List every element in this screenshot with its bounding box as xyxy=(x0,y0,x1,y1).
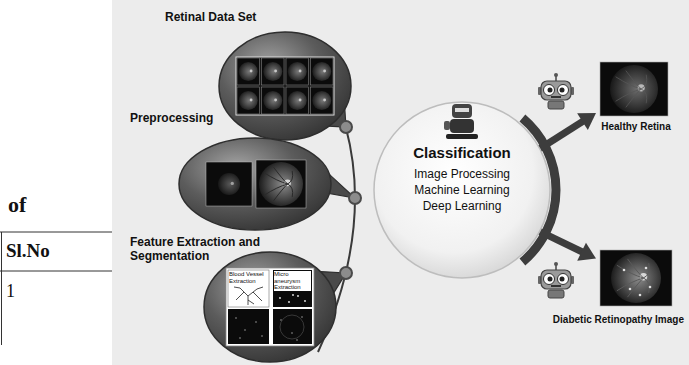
page-fragment-text: of xyxy=(8,192,26,218)
table-header: Sl.No xyxy=(6,239,50,262)
node-illustration xyxy=(596,248,676,310)
method-item: Deep Learning xyxy=(374,199,550,214)
arrow-head xyxy=(577,243,596,261)
text-slot: Image Processing xyxy=(374,167,550,182)
text-slot: Deep Learning xyxy=(374,199,550,214)
figure-panel xyxy=(112,0,689,365)
stage-heading: Preprocessing xyxy=(130,111,213,125)
classification-circle: ClassificationImage ProcessingMachine Le… xyxy=(374,102,550,278)
node-illustration xyxy=(596,60,676,120)
table-rule xyxy=(0,232,112,233)
text-slot: Blood Vessel Extraction xyxy=(229,271,268,284)
text-slot: Sl.No xyxy=(6,239,50,262)
output-image: Diabetic Retinopathy Image xyxy=(596,248,676,310)
output-image: Healthy Retina xyxy=(596,60,676,120)
arrow-head xyxy=(577,113,596,130)
table-rule xyxy=(1,232,2,345)
text-slot: Retinal Data Set xyxy=(165,10,256,24)
method-item: Image Processing xyxy=(374,167,550,182)
table-rule xyxy=(0,271,112,272)
text-slot: Classification xyxy=(374,144,550,162)
panel-caption: Blood Vessel Extraction xyxy=(229,271,268,284)
feature-extraction-bubble: Feature Extraction and SegmentationBlood… xyxy=(204,252,336,362)
output-caption: Healthy Retina xyxy=(596,121,676,133)
table-cell: 1 xyxy=(6,280,15,302)
text-slot: of xyxy=(8,192,26,218)
stage-heading: Retinal Data Set xyxy=(165,10,256,24)
preprocessing-bubble: Preprocessing xyxy=(179,138,331,230)
robot-icon xyxy=(538,262,574,298)
text-slot: 1 xyxy=(6,280,15,302)
output-caption: Diabetic Retinopathy Image xyxy=(553,314,684,326)
text-slot: Healthy Retina xyxy=(596,121,676,133)
panel-caption: Micro aneurysm Extraction xyxy=(274,271,311,291)
core-heading: Classification xyxy=(374,144,550,162)
node-illustration xyxy=(219,32,351,140)
dataset-bubble: Retinal Data Set xyxy=(219,32,351,140)
text-slot: Feature Extraction and Segmentation xyxy=(130,235,272,263)
robot-icon xyxy=(538,73,574,109)
text-slot: Preprocessing xyxy=(130,111,213,125)
text-slot: Machine Learning xyxy=(374,183,550,198)
text-slot: Diabetic Retinopathy Image xyxy=(553,314,684,326)
method-item: Machine Learning xyxy=(374,183,550,198)
node-illustration xyxy=(179,138,331,230)
stage-heading: Feature Extraction and Segmentation xyxy=(130,235,272,263)
node-illustration xyxy=(204,252,336,362)
text-slot: Micro aneurysm Extraction xyxy=(274,271,311,291)
